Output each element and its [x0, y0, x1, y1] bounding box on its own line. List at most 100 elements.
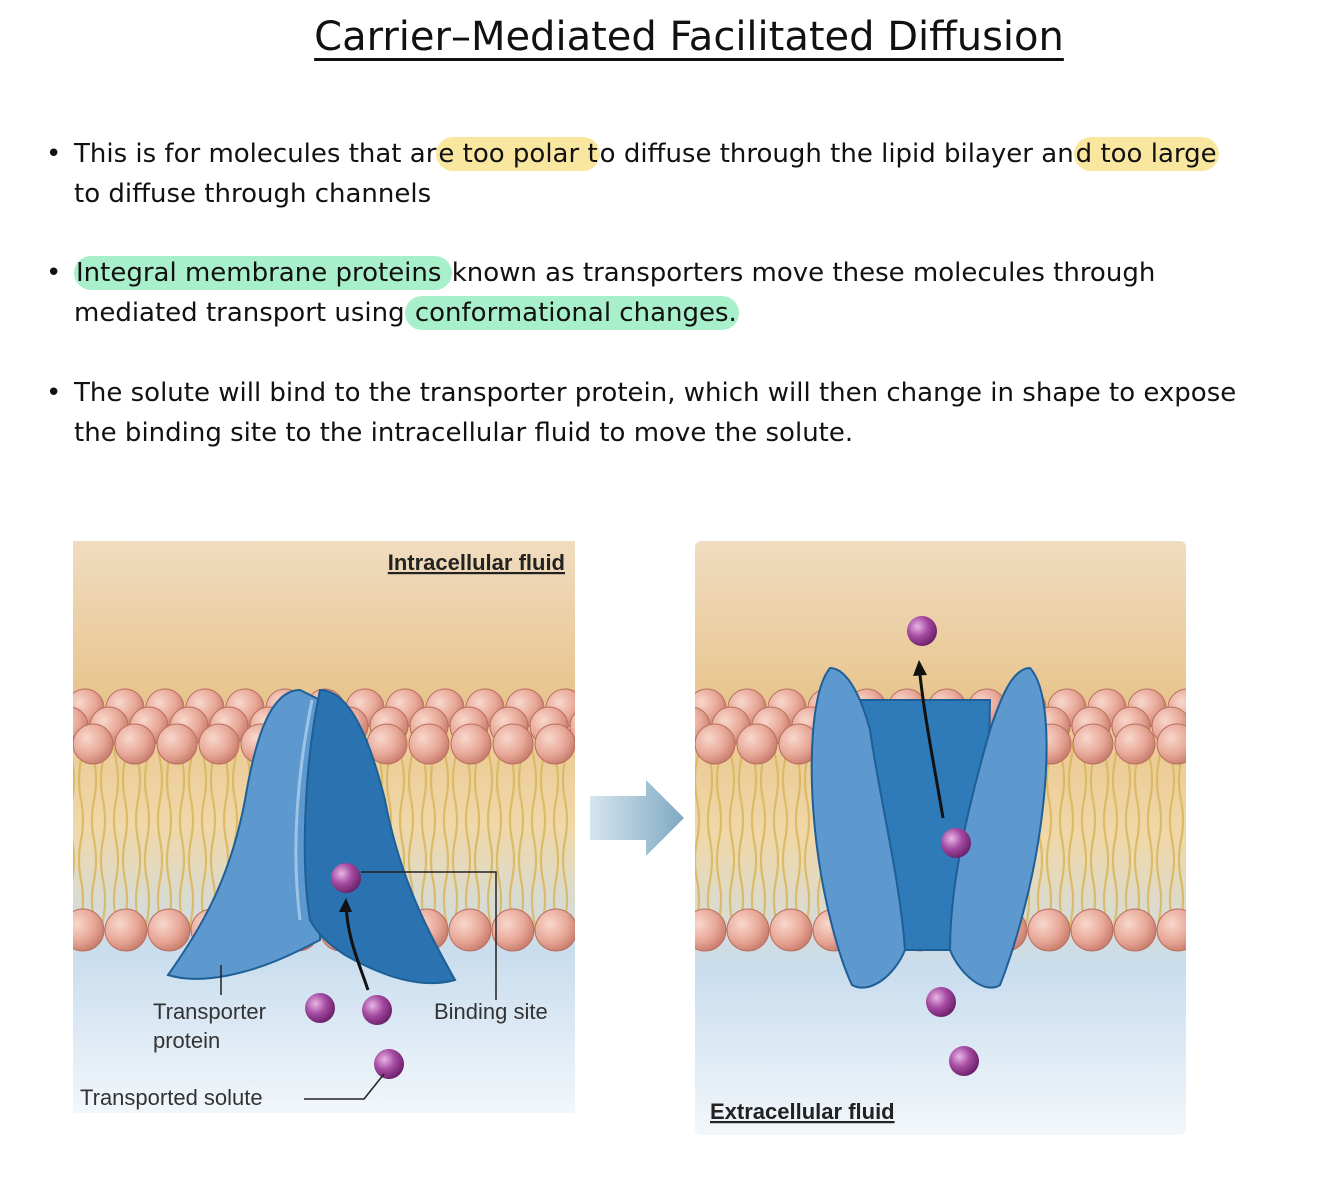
lipid-head: [530, 707, 568, 745]
lipid-head: [688, 689, 726, 727]
lipid-head: [406, 909, 448, 951]
left-panel: Intracellular fluid Transporter protein …: [50, 541, 608, 1113]
solute: [926, 987, 956, 1017]
extracellular-label: Extracellular fluid: [710, 1099, 895, 1124]
lipid-head: [170, 707, 208, 745]
lipid-head: [1073, 724, 1113, 764]
lipid-head: [1157, 724, 1197, 764]
lipid-head: [535, 724, 575, 764]
highlight-conformational: conformational changes.: [405, 296, 739, 330]
bullet-text: This is for molecules that are too polar…: [74, 134, 1276, 214]
transporter-label-1: Transporter: [153, 999, 266, 1024]
lipid-head: [490, 707, 528, 745]
bullet-dot: •: [46, 373, 61, 413]
lipid-head: [942, 909, 984, 951]
lipid-head: [146, 689, 184, 727]
lipid-head: [451, 724, 491, 764]
lipid-head: [277, 909, 319, 951]
bullet-3: • The solute will bind to the transporte…: [46, 373, 1276, 453]
solute: [362, 995, 392, 1025]
lipid-head: [1112, 707, 1150, 745]
lipid-head: [283, 724, 323, 764]
highlight-integral-proteins: Integral membrane proteins: [74, 256, 452, 290]
lipid-head: [947, 724, 987, 764]
lipid-head: [370, 707, 408, 745]
bullet-dot: •: [46, 253, 61, 293]
lipid-head: [1031, 724, 1071, 764]
lipid-head: [250, 707, 288, 745]
bullet-text: The solute will bind to the transporter …: [74, 373, 1276, 453]
lipid-head: [115, 724, 155, 764]
lipid-head: [863, 724, 903, 764]
lipid-head: [449, 909, 491, 951]
solute-path-arrow: [346, 905, 368, 990]
lipid-head: [241, 724, 281, 764]
lipid-head: [409, 724, 449, 764]
lipid-head: [989, 724, 1029, 764]
lipid-head: [912, 707, 950, 745]
lipid-heads-bottom: [62, 909, 577, 951]
lipid-head: [779, 724, 819, 764]
lipid-head: [1168, 689, 1206, 727]
lipid-head: [792, 707, 830, 745]
lipid-head: [210, 707, 248, 745]
lipid-head: [1152, 707, 1190, 745]
solute-bound: [331, 863, 361, 893]
lipid-heads-top: [672, 689, 1206, 764]
lipid-head: [363, 909, 405, 951]
lipid-head: [426, 689, 464, 727]
intracellular-label: Intracellular fluid: [388, 550, 565, 575]
transporter-label-2: protein: [153, 1028, 220, 1053]
lipid-head: [506, 689, 544, 727]
bullet-1: • This is for molecules that are too pol…: [46, 134, 1276, 214]
lipid-head: [1157, 909, 1199, 951]
lipid-head: [546, 689, 584, 727]
transporter-protein: [168, 690, 455, 983]
lipid-head: [62, 909, 104, 951]
lipid-head: [832, 707, 870, 745]
lipid-head: [234, 909, 276, 951]
lipid-head: [492, 909, 534, 951]
lipid-head: [290, 707, 328, 745]
lipid-head: [1032, 707, 1070, 745]
text-segment: to diffuse through channels: [74, 179, 431, 209]
lipid-head: [157, 724, 197, 764]
highlight-too-polar: e too polar t: [436, 137, 599, 171]
lipid-head: [226, 689, 264, 727]
lipid-head: [73, 724, 113, 764]
lipid-head: [968, 689, 1006, 727]
lipid-head: [105, 909, 147, 951]
lipid-head: [1048, 689, 1086, 727]
page-title: Carrier–Mediated Facilitated Diffusion: [0, 14, 1334, 60]
solute-path-arrow: [920, 675, 943, 818]
lipid-head: [1072, 707, 1110, 745]
solute: [305, 993, 335, 1023]
text-segment: This is for molecules that ar: [74, 139, 436, 169]
lipid-head: [106, 689, 144, 727]
bullet-dot: •: [46, 134, 61, 174]
lipid-head: [928, 689, 966, 727]
highlight-too-large: d too large: [1074, 137, 1219, 171]
transporter-protein: [812, 668, 1047, 988]
bullet-2: • Integral membrane proteins known as tr…: [46, 253, 1276, 333]
solute: [949, 1046, 979, 1076]
lipid-head: [320, 909, 362, 951]
lipid-head: [1008, 689, 1046, 727]
lipid-head: [535, 909, 577, 951]
lipid-head: [684, 909, 726, 951]
solute-leader: [304, 1074, 384, 1099]
solute: [941, 828, 971, 858]
lipid-head: [410, 707, 448, 745]
bullet-text: Integral membrane proteins known as tran…: [74, 253, 1276, 333]
lipid-head: [695, 724, 735, 764]
right-panel: Extracellular fluid: [672, 541, 1206, 1135]
lipid-head: [66, 689, 104, 727]
lipid-head: [888, 689, 926, 727]
lipid-head: [813, 909, 855, 951]
text-segment: o diffuse through the lipid bilayer an: [600, 139, 1074, 169]
lipid-head: [325, 724, 365, 764]
binding-site-leader: [361, 872, 496, 1000]
solute: [374, 1049, 404, 1079]
lipid-head: [737, 724, 777, 764]
lipid-head: [148, 909, 190, 951]
